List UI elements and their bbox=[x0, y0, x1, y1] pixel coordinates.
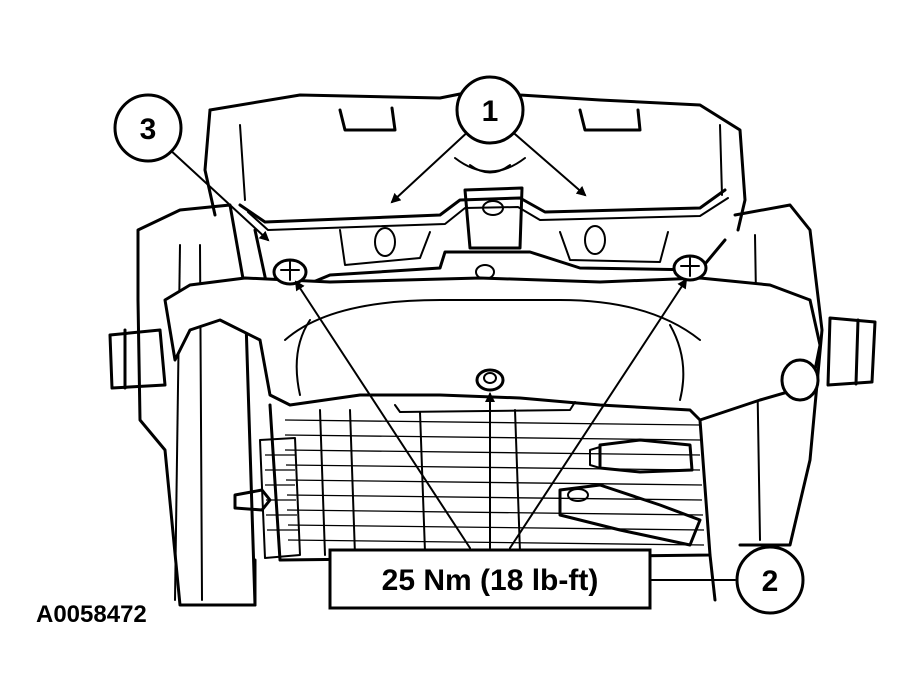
torque-spec-text: 25 Nm (18 lb-ft) bbox=[382, 564, 599, 597]
housing-drawing bbox=[108, 88, 877, 607]
callout-1-arrow-left bbox=[390, 127, 473, 204]
torque-arrow-left-bolt bbox=[294, 280, 471, 549]
callout-3: 3 bbox=[113, 93, 183, 163]
callout-2: 2 bbox=[735, 545, 805, 615]
figure-id: A0058472 bbox=[36, 601, 147, 628]
callout-1: 1 bbox=[455, 75, 525, 145]
torque-arrow-right-bolt bbox=[509, 278, 688, 549]
callout-1-arrow-right bbox=[507, 127, 587, 197]
heater-core-fins bbox=[284, 409, 705, 556]
callout-1-number: 1 bbox=[482, 95, 499, 128]
callout-3-arrow bbox=[167, 147, 270, 242]
leader-lines bbox=[167, 127, 736, 581]
callout-2-number: 2 bbox=[762, 565, 779, 598]
callout-3-number: 3 bbox=[140, 113, 157, 146]
torque-spec-label: 25 Nm (18 lb-ft) bbox=[328, 548, 652, 610]
